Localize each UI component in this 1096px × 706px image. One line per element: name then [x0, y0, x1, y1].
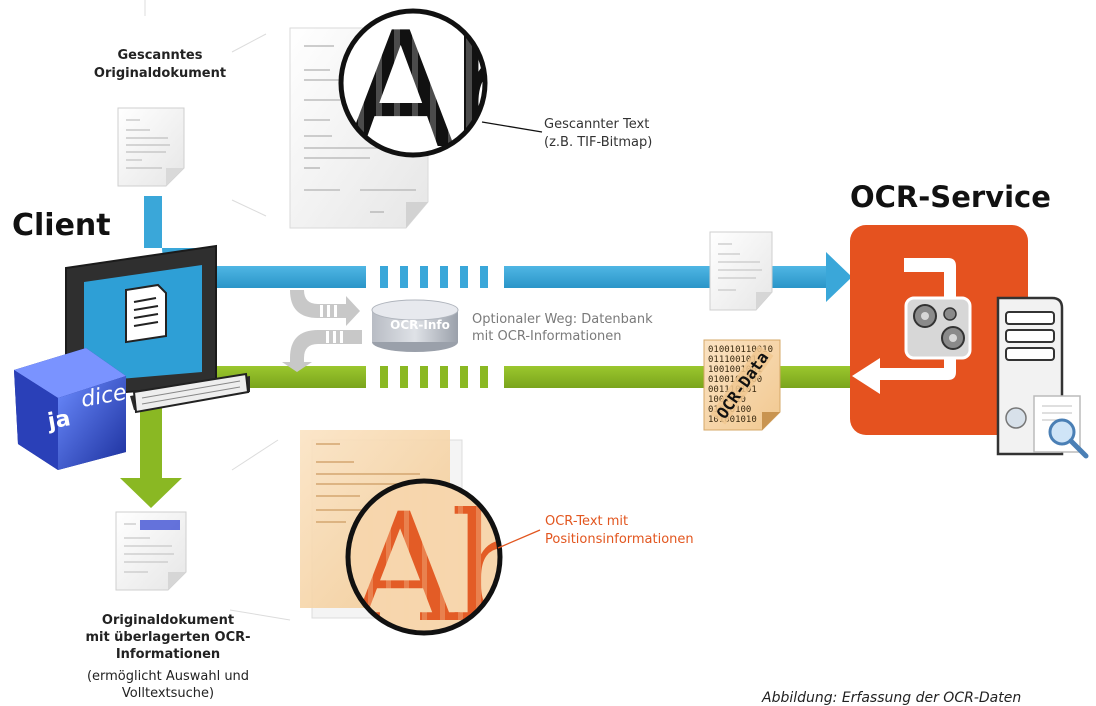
scanned-text-label-line: Gescannter Text	[544, 117, 650, 132]
figure-caption: Abbildung: Erfassung der OCR-Daten	[762, 690, 1022, 706]
scanned-text-label-line: (z.B. TIF-Bitmap)	[544, 135, 653, 150]
scanned-document-title-line: Originaldokument	[93, 66, 227, 81]
client-title: Client	[12, 208, 111, 243]
grey-optional-flow	[282, 290, 362, 372]
document-to-ocr-icon	[709, 231, 773, 311]
leader-lines	[144, 0, 291, 621]
result-document-icon	[115, 511, 187, 591]
ocr-text-label-line: Positionsinformationen	[545, 532, 694, 547]
scanned-text-label: Gescannter Text (z.B. TIF-Bitmap)	[544, 116, 652, 152]
original-document-title-line: Informationen	[115, 647, 221, 662]
binary-data-line: 1001001001	[708, 365, 762, 375]
optional-path-label-line: mit OCR-Informationen	[472, 329, 622, 344]
original-document-title-line: Originaldokument	[101, 613, 235, 628]
ocr-text-label-line: OCR-Text mit	[545, 514, 629, 529]
database-icon	[371, 299, 459, 352]
original-document-title-line: mit überlagerten OCR-	[85, 630, 251, 645]
ocr-service-title: OCR-Service	[850, 180, 1051, 214]
ocr-service-box	[850, 225, 1028, 435]
small-scanned-document-icon	[117, 107, 185, 187]
ocr-text-magnifier: Ab	[345, 478, 541, 656]
magnified-ocr-glyphs: Ab	[349, 482, 539, 656]
scanned-text-magnifier: Ab	[338, 0, 545, 184]
ocr-text-label: OCR-Text mit Positionsinformationen	[545, 513, 694, 549]
scanned-document-title-line: Gescanntes	[117, 48, 203, 63]
jadice-logo-text-ja: ja	[45, 406, 73, 435]
client-computer-icon	[14, 244, 250, 470]
keyboard-icon	[132, 372, 250, 414]
jadice-logo-icon	[14, 348, 126, 470]
binary-data-line: 101001010	[708, 415, 757, 425]
ocr-data-document-icon: 0100101100100111001011001001001010010100…	[703, 339, 781, 431]
original-document-subtitle-line: (ermöglicht Auswahl und	[86, 669, 250, 684]
scanned-document-title: Gescanntes Originaldokument	[70, 47, 250, 83]
optional-path-label-line: Optionaler Weg: Datenbank	[472, 312, 653, 327]
binary-data-line: 010010110010	[708, 345, 773, 355]
magnified-scanned-glyphs: Ab	[346, 0, 545, 184]
optional-path-label: Optionaler Weg: Datenbank mit OCR-Inform…	[472, 311, 653, 345]
original-document-subtitle-line: Volltextsuche)	[121, 686, 215, 701]
original-document-title: Originaldokument mit überlagerten OCR- I…	[48, 612, 288, 663]
monitor-document-icon	[125, 283, 167, 344]
magnifier-icon	[1033, 395, 1089, 459]
database-label: OCR-Info	[390, 318, 450, 332]
gears-icon	[904, 296, 972, 360]
original-document-subtitle: (ermöglicht Auswahl und Volltextsuche)	[48, 668, 288, 702]
binary-data-line: 011100101	[708, 355, 757, 365]
